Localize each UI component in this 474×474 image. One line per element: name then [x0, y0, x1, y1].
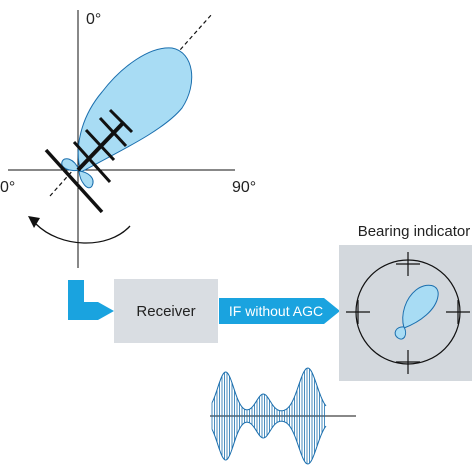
bearing-indicator: Bearing indicator	[339, 223, 472, 381]
side-lobe-left	[61, 158, 80, 171]
antenna-feed-arrow	[68, 280, 114, 320]
bearing-indicator-title: Bearing indicator	[358, 223, 471, 240]
if-arrow-label: IF without AGC	[229, 303, 323, 319]
axis-label-right: 90°	[232, 179, 256, 196]
signal-chain: Receiver IF without AGC	[68, 279, 340, 343]
waveform-carrier	[211, 368, 325, 464]
indicator-tick-marks	[346, 252, 470, 374]
axis-label-top: 0°	[86, 11, 101, 28]
antenna-array-icon	[44, 108, 134, 214]
if-waveform	[210, 367, 356, 465]
antenna-pattern-plot: 0° 0° 90°	[0, 10, 256, 268]
receiver-block	[114, 279, 218, 343]
rotation-arrow-icon	[35, 223, 131, 244]
axis-label-left: 0°	[0, 179, 15, 196]
rotation-arrowhead	[28, 216, 40, 228]
receiver-label: Receiver	[136, 303, 195, 320]
indicator-side-lobe	[394, 326, 407, 340]
if-arrow	[219, 298, 340, 324]
side-lobe-bottom	[78, 170, 94, 189]
indicator-lobe	[402, 284, 439, 329]
